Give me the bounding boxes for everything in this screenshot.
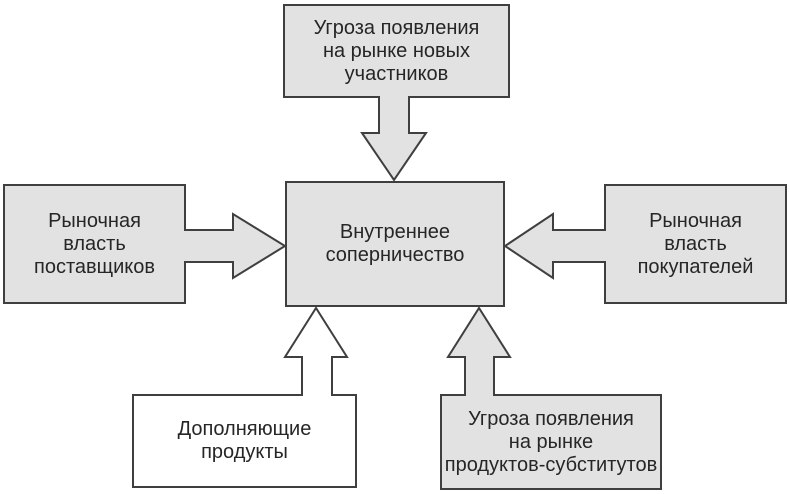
arrow-buyers-to-rivalry — [503, 212, 606, 280]
box-threat-new-entrants-label: Угроза появления на рынке новых участник… — [313, 16, 480, 85]
arrow-substitutes-to-rivalry — [446, 306, 512, 396]
box-threat-new-entrants: Угроза появления на рынке новых участник… — [283, 4, 510, 98]
arrow-new-entrants-to-rivalry — [360, 96, 428, 182]
arrow-complements-to-rivalry — [283, 306, 349, 396]
box-supplier-power-label: Рыночная власть поставщиков — [34, 209, 155, 278]
arrow-suppliers-to-rivalry — [184, 212, 287, 280]
box-threat-substitutes: Угроза появления на рынке продуктов-субс… — [440, 394, 662, 490]
box-complementary-products-label: Дополняющие продукты — [177, 418, 312, 463]
box-threat-substitutes-label: Угроза появления на рынке продуктов-субс… — [444, 407, 658, 476]
box-internal-rivalry-label: Внутреннее соперничество — [325, 221, 465, 266]
box-complementary-products: Дополняющие продукты — [132, 394, 357, 488]
box-supplier-power: Рыночная власть поставщиков — [3, 184, 186, 304]
box-internal-rivalry: Внутреннее соперничество — [285, 181, 505, 307]
box-buyer-power: Рыночная власть покупателей — [604, 184, 787, 304]
box-buyer-power-label: Рыночная власть покупателей — [637, 209, 754, 278]
